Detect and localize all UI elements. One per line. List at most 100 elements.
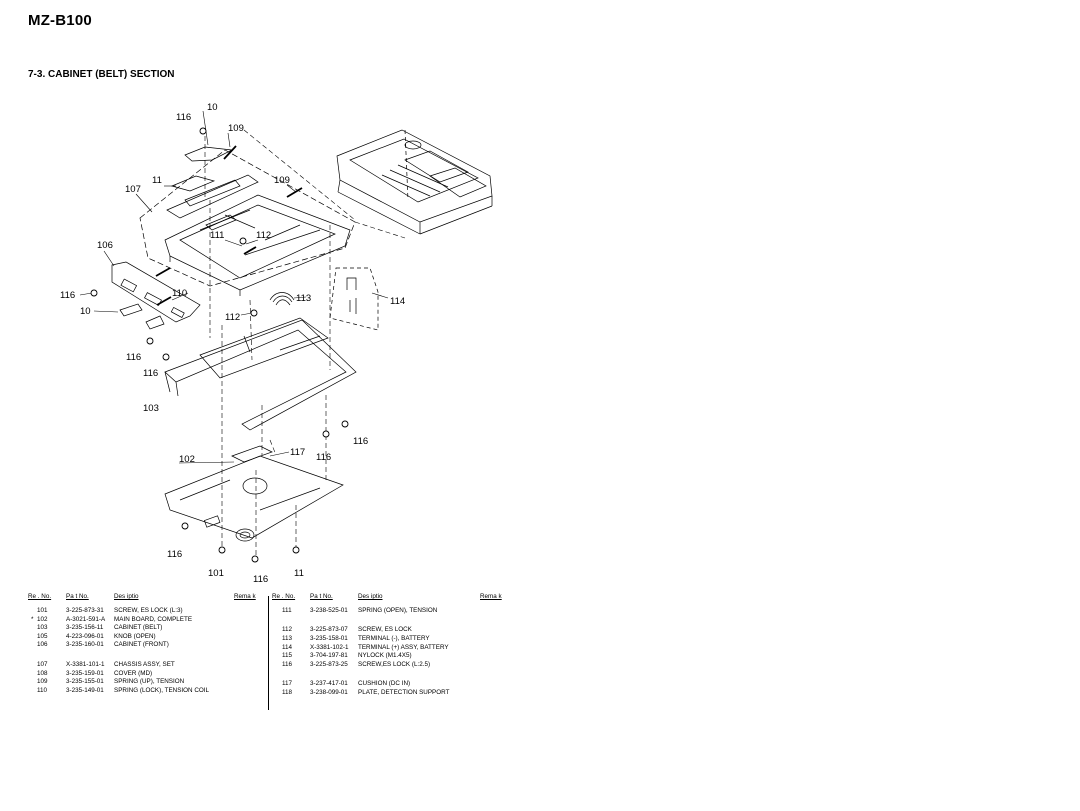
main-board-drawing [164,445,344,542]
callout-number: 112 [256,230,271,241]
description: CABINET (FRONT) [114,641,169,649]
ref-no: 103 [37,624,48,632]
part-no: 4-223-096-01 [66,632,104,640]
mark: * [31,615,34,623]
part-no: 3-225-873-25 [310,660,348,668]
part-no: A-3021-591-A [66,615,106,623]
callout-number: 103 [143,403,159,414]
column-header-remark: Rema k [480,593,502,600]
description: SCREW, ES LOCK (L:3) [114,607,183,614]
callout-number: 116 [353,436,368,447]
column-header-remark: Rema k [234,593,256,600]
ref-no: 117 [282,680,293,688]
callout-number: 116 [253,574,268,585]
description: KNOB (OPEN) [114,632,156,640]
part-11-drawing [170,175,216,192]
ref-no: 111 [282,607,292,614]
ref-no: 116 [282,660,293,668]
column-header-description: Des iptio [358,593,383,600]
description: TERMINAL (+) ASSY, BATTERY [358,643,449,651]
description: CHASSIS ASSY, SET [114,661,175,668]
description: NYLOCK (M1.4X5) [358,652,412,660]
callout-number: 102 [179,454,195,465]
description: SCREW,ES LOCK (L:2.5) [358,660,431,668]
screws-drawing [90,127,349,563]
part-no: 3-238-099-01 [310,689,348,696]
chassis-frame-drawing [164,174,351,296]
part-no: 3-237-417-01 [310,680,348,688]
terminal-minus-drawing [269,292,295,306]
description: PLATE, DETECTION SUPPORT [358,689,450,696]
terminal-plus-drawing [329,267,379,331]
column-header-part: Pa t No. [310,593,333,600]
ref-no: 118 [282,689,293,696]
knob-drawing [119,303,165,330]
callout-number: 116 [316,452,331,463]
column-header-ref: Re . No. [272,593,296,600]
part-no: 3-238-525-01 [310,607,348,614]
callout-number: 113 [296,293,311,304]
column-header-part: Pa t No. [66,593,89,600]
springs-drawing [155,145,303,306]
description: SCREW, ES LOCK [358,626,412,634]
callout-number: 116 [176,112,191,123]
part-no: 3-235-159-01 [66,669,104,677]
description: SPRING (UP), TENSION [114,678,185,686]
part-no: 3-225-873-31 [66,607,104,614]
ref-no: 102 [37,615,48,623]
ref-no: 108 [37,669,48,677]
part-no: 3-235-160-01 [66,641,104,649]
callout-number: 10 [207,102,218,113]
description: CABINET (BELT) [114,624,163,632]
callout-number: 117 [290,447,305,458]
parts-table-left: Re . No. Pa t No. Des iptio Rema k 101 3… [0,593,268,713]
callout-number: 114 [390,296,405,307]
parts-table-right: Re . No. Pa t No. Des iptio Rema k 111 3… [270,593,520,713]
md-mechanism-drawing [336,129,493,235]
part-no: 3-235-149-01 [66,686,104,694]
part-no: 3-704-197-81 [310,652,348,660]
callout-number: 109 [274,175,290,186]
ref-no: 109 [37,678,48,686]
ref-no: 113 [282,635,293,642]
callout-number: 116 [167,549,182,560]
ref-no: 101 [37,607,48,614]
callout-number: 109 [228,123,244,134]
description: MAIN BOARD, COMPLETE [114,615,193,623]
callout-number: 116 [126,352,141,363]
part-no: 3-225-873-07 [310,626,348,634]
chassis-assy-outline [139,149,356,287]
description: COVER (MD) [114,669,153,677]
part-no: 3-235-156-11 [66,624,104,632]
description: SPRING (OPEN), TENSION [358,607,438,614]
description: SPRING (LOCK), TENSION COIL [114,686,210,694]
ref-no: 115 [282,652,293,660]
callout-number: 116 [60,290,75,301]
callout-number: 112 [225,312,240,323]
ref-no: 107 [37,661,48,668]
ref-no: 105 [37,632,48,640]
part-no: 3-235-155-01 [66,678,104,686]
callout-number: 106 [97,240,113,251]
callout-number: 116 [143,368,158,379]
ref-no: 106 [37,641,48,649]
callout-number: 110 [172,288,187,299]
column-header-description: Des iptio [114,593,139,600]
column-header-ref: Re . No. [28,593,52,600]
cover-part-drawing [184,146,234,162]
ref-no: 114 [282,643,293,651]
callout-number: 11 [294,568,304,579]
cabinet-belt-drawing [164,317,357,431]
front-cabinet-drawing [111,261,201,323]
section-title: 7-3. CABINET (BELT) SECTION [28,69,175,80]
callout-number: 11 [152,175,162,186]
assembly-guide-lines [204,128,406,556]
callout-number: 107 [125,184,141,195]
callout-number: 10 [80,306,91,317]
table-divider [268,596,269,710]
part-no: X-3381-102-1 [310,643,349,651]
callout-number: 101 [208,568,224,579]
exploded-view-diagram: 116 10 109 11 109 107 106 111 112 116 11… [60,102,493,585]
leader-lines [79,110,389,464]
description: TERMINAL (-), BATTERY [358,635,430,642]
